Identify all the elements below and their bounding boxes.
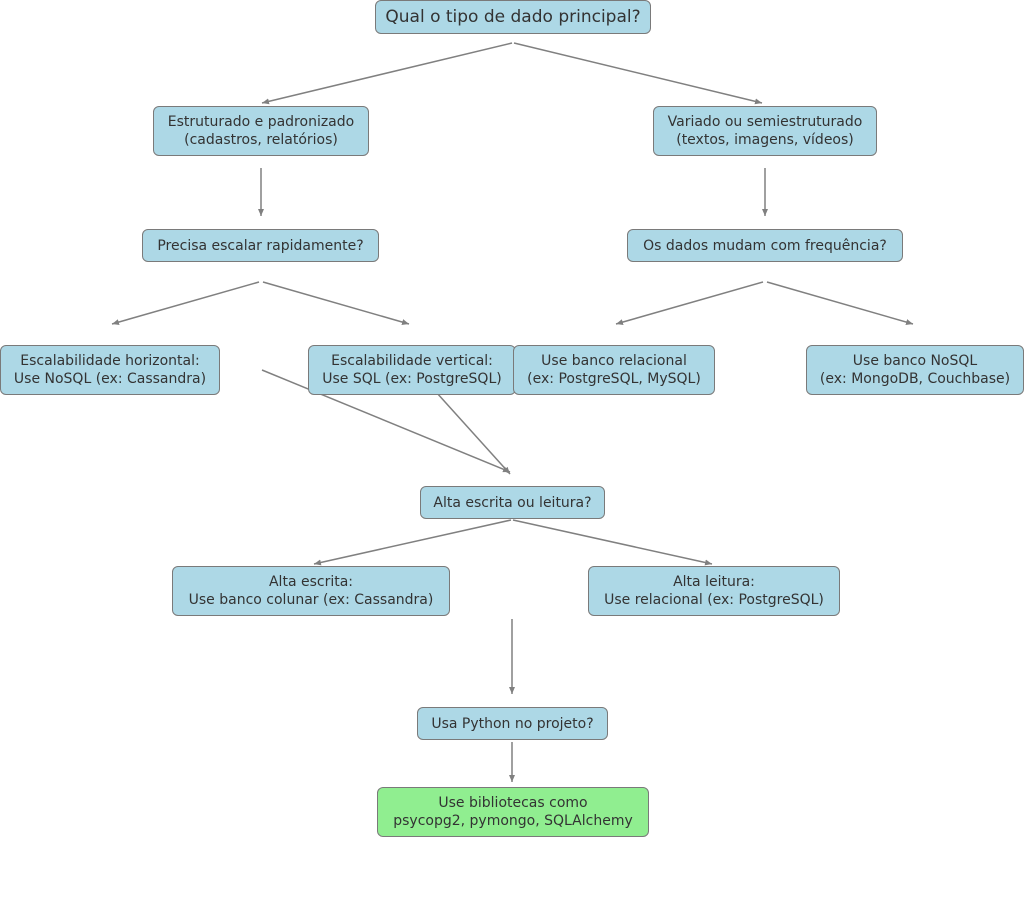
node-text-line: psycopg2, pymongo, SQLAlchemy	[393, 813, 633, 829]
node-high-read: Alta leitura: Use relacional (ex: Postgr…	[588, 566, 840, 616]
node-text-line: (ex: PostgreSQL, MySQL)	[527, 371, 701, 387]
node-rw-question: Alta escrita ou leitura?	[420, 486, 605, 519]
arrow-root-to-structured	[261, 42, 513, 105]
node-text-line: Usa Python no projeto?	[431, 715, 594, 732]
node-varied: Variado ou semiestruturado (textos, imag…	[653, 106, 877, 156]
node-text-line: Use SQL (ex: PostgreSQL)	[322, 371, 502, 387]
node-text-line: (textos, imagens, vídeos)	[676, 132, 854, 148]
node-text-line: (cadastros, relatórios)	[184, 132, 338, 148]
node-scale-question: Precisa escalar rapidamente?	[142, 229, 379, 262]
node-change-question: Os dados mudam com frequência?	[627, 229, 903, 262]
node-text-line: Use bibliotecas como	[438, 795, 588, 811]
node-text-line: Use banco NoSQL	[852, 353, 978, 369]
arrow-change-question-to-nosql	[766, 281, 914, 325]
arrow-rw-question-to-high-write	[313, 519, 512, 566]
node-text-line: Escalabilidade horizontal:	[20, 353, 200, 369]
node-text-line: Use NoSQL (ex: Cassandra)	[13, 371, 207, 387]
node-text-line: Use relacional (ex: PostgreSQL)	[604, 592, 824, 608]
node-text-line: Alta escrita:	[268, 574, 354, 590]
node-horizontal-scaling: Escalabilidade horizontal: Use NoSQL (ex…	[0, 345, 220, 395]
node-text-line: (ex: MongoDB, Couchbase)	[819, 371, 1011, 387]
node-text-line: Variado ou semiestruturado	[667, 114, 863, 130]
node-text-line: Alta escrita ou leitura?	[433, 494, 592, 511]
node-text-line: Escalabilidade vertical:	[331, 353, 493, 369]
node-high-write: Alta escrita: Use banco colunar (ex: Cas…	[172, 566, 450, 616]
node-text-line: Qual o tipo de dado principal?	[385, 7, 641, 27]
arrow-scale-question-to-vertical	[262, 281, 410, 325]
node-structured: Estruturado e padronizado (cadastros, re…	[153, 106, 369, 156]
node-libraries: Use bibliotecas como psycopg2, pymongo, …	[377, 787, 649, 837]
node-text-line: Use banco relacional	[541, 353, 687, 369]
node-text-line: Use banco colunar (ex: Cassandra)	[188, 592, 434, 608]
node-python-question: Usa Python no projeto?	[417, 707, 608, 740]
node-nosql-db: Use banco NoSQL (ex: MongoDB, Couchbase)	[806, 345, 1024, 395]
arrow-scale-question-to-horizontal	[111, 281, 260, 325]
arrow-change-question-to-relational	[615, 281, 764, 325]
arrow-horizontal-to-rw-question	[261, 369, 511, 473]
node-text-line: Precisa escalar rapidamente?	[157, 237, 364, 254]
node-text-line: Estruturado e padronizado	[167, 114, 355, 130]
arrow-rw-question-to-high-read	[512, 519, 713, 566]
node-vertical-scaling: Escalabilidade vertical: Use SQL (ex: Po…	[308, 345, 516, 395]
node-text-line: Alta leitura:	[673, 574, 755, 590]
arrow-root-to-varied	[513, 42, 763, 105]
node-relational-db: Use banco relacional (ex: PostgreSQL, My…	[513, 345, 715, 395]
node-text-line: Os dados mudam com frequência?	[643, 237, 887, 254]
node-root-question: Qual o tipo de dado principal?	[375, 0, 651, 34]
